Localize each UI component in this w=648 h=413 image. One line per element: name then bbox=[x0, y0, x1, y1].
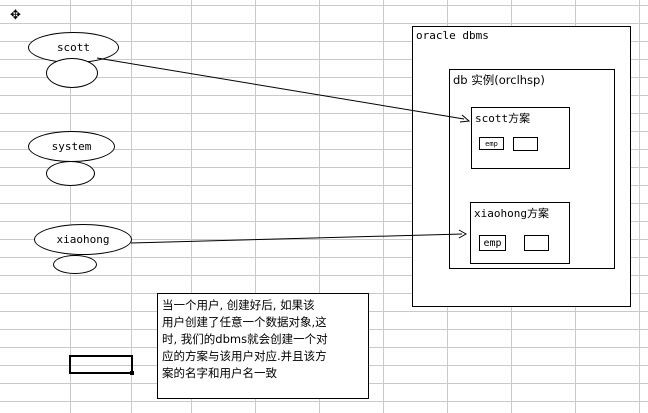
xiaohong-schema-title: xiaohong方案 bbox=[474, 207, 549, 220]
db-instance-title: db 实例(orclhsp) bbox=[453, 73, 545, 87]
user-system-ellipse[interactable]: system bbox=[28, 131, 115, 162]
user-xiaohong-ellipse[interactable]: xiaohong bbox=[34, 224, 132, 255]
user-scott-sub-ellipse[interactable] bbox=[46, 58, 98, 88]
scott-empty-table[interactable] bbox=[513, 137, 538, 151]
xiaohong-emp-table-label: emp bbox=[483, 237, 502, 249]
selected-cell[interactable] bbox=[69, 355, 133, 374]
fill-handle[interactable] bbox=[130, 371, 134, 375]
user-scott-label: scott bbox=[56, 41, 91, 54]
user-xiaohong-sub-ellipse[interactable] bbox=[53, 255, 97, 274]
user-system-label: system bbox=[51, 140, 92, 153]
user-system-sub-ellipse[interactable] bbox=[46, 161, 95, 186]
xiaohong-empty-table[interactable] bbox=[524, 235, 549, 251]
scott-emp-table-label: emp bbox=[485, 139, 498, 148]
scott-schema-title: scott方案 bbox=[475, 112, 531, 125]
scott-emp-table[interactable]: emp bbox=[479, 137, 504, 150]
plus-cross-cursor-icon: ✥ bbox=[10, 8, 21, 23]
oracle-dbms-title: oracle dbms bbox=[416, 29, 489, 42]
xiaohong-emp-table[interactable]: emp bbox=[479, 235, 506, 251]
user-xiaohong-label: xiaohong bbox=[56, 233, 110, 246]
xiaohong-schema-box[interactable]: xiaohong方案 bbox=[470, 202, 570, 264]
explanation-note: 当一个用户, 创建好后, 如果该 用户创建了任意一个数据对象,这 时, 我们的d… bbox=[157, 293, 369, 399]
